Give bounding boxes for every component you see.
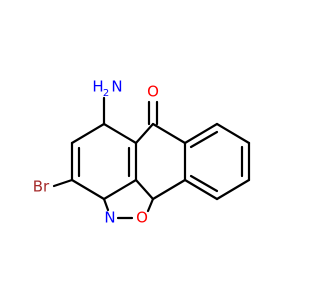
structure-canvas: O H 2 N Br N O — [32, 77, 251, 227]
bond-layer — [70, 96, 251, 220]
bond — [151, 122, 187, 145]
amino-h-label: H — [92, 78, 103, 96]
bond — [146, 197, 155, 213]
bond — [102, 197, 110, 212]
bond — [183, 122, 219, 145]
amino-subscript-label: 2 — [103, 88, 109, 99]
bromine-label: Br — [33, 178, 50, 196]
bond — [102, 122, 138, 145]
bond — [134, 122, 155, 145]
carbonyl-oxygen-label: O — [147, 83, 159, 101]
ring-oxygen-label: O — [136, 209, 148, 227]
bond — [151, 178, 187, 201]
bond — [215, 178, 251, 201]
molecule-final: O H 2 N Br N O — [32, 77, 251, 227]
ring-nitrogen-label: N — [104, 209, 115, 227]
amino-n-label: N — [111, 78, 122, 96]
bromine-bond — [52, 178, 74, 188]
bond — [189, 174, 219, 193]
bond — [102, 178, 138, 201]
bond — [70, 178, 106, 201]
bond — [134, 178, 155, 201]
bond — [70, 122, 106, 145]
bond — [215, 122, 251, 145]
label-layer: O H 2 N Br N O — [33, 78, 159, 227]
bond — [189, 130, 219, 149]
bond — [183, 178, 219, 201]
